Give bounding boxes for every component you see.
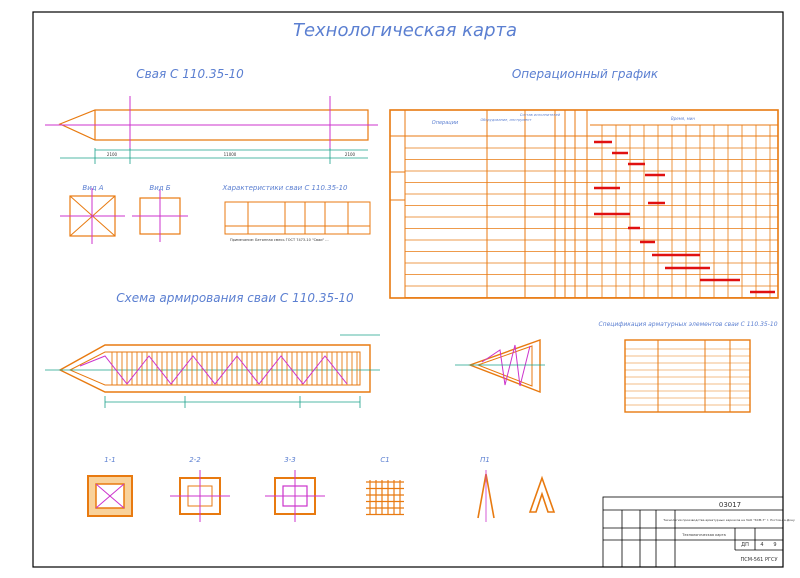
outer-frame (32, 11, 784, 568)
schedule-col-time: Время, мин (671, 116, 695, 121)
pile-title: Свая С 110.35-10 (136, 67, 244, 81)
main-title: Технологическая карта (293, 20, 517, 41)
pile-axes (45, 96, 378, 150)
tip-detail (455, 339, 545, 394)
reinforcement-dimensions (104, 334, 380, 408)
section-2-2 (170, 470, 230, 522)
schedule-grid (389, 109, 779, 299)
schedule-title: Операционный график (512, 67, 659, 81)
characteristics-table (224, 201, 371, 235)
section-2-label: 2-2 (189, 456, 201, 464)
spec-table (624, 339, 751, 413)
section-1-label: 1-1 (104, 456, 115, 464)
reinforcement-diagonals (79, 355, 348, 385)
stamp-sheet-name: Технологическая карта (681, 533, 726, 537)
reinforcement-stirrups (111, 352, 358, 385)
view-b (132, 190, 188, 242)
stamp-sheets-total: 9 (773, 542, 776, 548)
section-3-3 (265, 470, 325, 522)
stamp-stage: ДП (741, 542, 749, 548)
dim-right: 2100 (345, 152, 356, 157)
spec-title: Спецификация арматурных элементов сваи С… (598, 321, 777, 328)
schedule-rows (405, 125, 778, 298)
schedule-col-equipment: Оборудование, инструмент (481, 118, 533, 122)
view-a-label: Вид А (82, 184, 103, 192)
stamp-project: Технология производства арматурных карка… (662, 518, 795, 522)
characteristics-note: Примечание: Бетонная смесь ГОСТ 7473-10 … (230, 238, 329, 242)
dim-left: 2100 (107, 152, 118, 157)
schedule-col-staff: Состав исполнителей (520, 113, 561, 117)
reinforcement-title: Схема армирования сваи С 110.35-10 (116, 291, 354, 305)
pile-dimension-lines (60, 148, 368, 164)
section-3-label: 3-3 (284, 456, 295, 464)
section-c1-label: С1 (380, 456, 389, 464)
characteristics-title: Характеристики сваи С 110.35-10 (222, 184, 349, 192)
stamp-doc-code: 03017 (719, 501, 741, 509)
stamp-sheet-no: 4 (760, 542, 763, 548)
detail-p1 (477, 470, 556, 522)
view-b-label: Вид Б (149, 184, 170, 192)
diagonal-bars (79, 355, 348, 385)
reinforcement-cage (45, 344, 380, 393)
view-a (60, 188, 125, 244)
dim-middle: 11000 (224, 152, 237, 157)
stamp-org: ПСМ-561 РГСУ (740, 557, 777, 563)
section-p1-label: П1 (480, 456, 490, 464)
mesh-c1 (366, 480, 404, 516)
section-1-1 (87, 475, 133, 517)
schedule-col-operations: Операции (432, 120, 459, 126)
stamp-block (602, 496, 784, 568)
